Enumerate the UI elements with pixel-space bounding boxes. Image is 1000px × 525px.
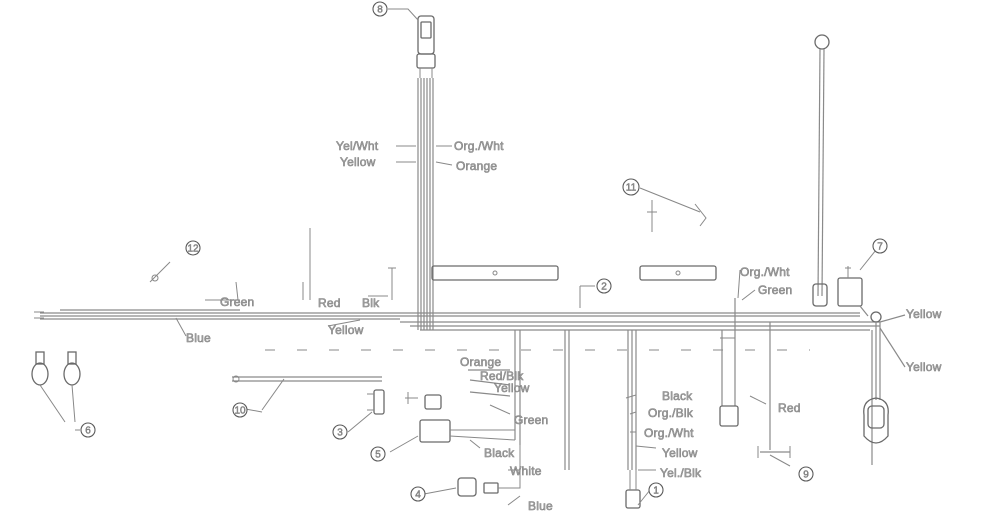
callout-6: 6 [85, 426, 91, 437]
label-green-left: Green [220, 295, 254, 309]
callout-3: 3 [337, 428, 343, 439]
callouts: 8 11 12 7 2 6 10 3 5 4 1 9 [80, 1, 888, 502]
label-orange-top: Orange [456, 159, 497, 173]
label-black-mid: Black [484, 446, 515, 460]
right-terminal-plug [863, 311, 906, 465]
callout-10: 10 [234, 406, 246, 417]
leader-lines [75, 8, 877, 506]
callout-7: 7 [877, 242, 883, 253]
callout-12: 12 [187, 244, 199, 255]
label-black-left: Blk [362, 296, 380, 310]
label-red-blk-mid: Red/Blk [480, 369, 524, 383]
label-yellow-top: Yellow [340, 155, 376, 169]
harness-straps [431, 265, 717, 281]
right-component [837, 266, 869, 317]
label-org-blk-right: Org./Blk [648, 406, 694, 420]
right-lower-drops [625, 298, 791, 509]
label-yellow-right-bottom: Yellow [906, 360, 942, 374]
top-riser [416, 15, 436, 330]
label-orange-mid: Orange [460, 355, 501, 369]
label-red-left: Red [318, 296, 341, 310]
label-red-right: Red [778, 401, 801, 415]
label-green-right: Green [758, 283, 792, 297]
label-yellow-right2: Yellow [662, 446, 698, 460]
label-blue-mid: Blue [528, 499, 553, 513]
label-yellow-mid: Yellow [328, 323, 364, 337]
label-org-wht-right2: Org./Wht [644, 426, 694, 440]
label-white-mid: White [510, 464, 542, 478]
main-harness [34, 309, 880, 351]
callout-11: 11 [626, 183, 637, 194]
left-fuse-holders [31, 228, 396, 423]
callout-9: 9 [803, 470, 809, 481]
callout-4: 4 [415, 490, 421, 501]
label-org-wht-top: Org./Wht [454, 139, 504, 153]
callout-2: 2 [601, 282, 607, 293]
label-blue-left: Blue [186, 331, 211, 345]
label-org-wht-right: Org./Wht [740, 265, 790, 279]
right-antenna-wire [812, 34, 830, 307]
label-yel-blk-right: Yel./Blk [660, 466, 702, 480]
center-lower-components [405, 330, 570, 497]
label-yellow-mid2: Yellow [494, 381, 530, 395]
hanging-item [647, 200, 707, 232]
callout-5: 5 [375, 450, 381, 461]
wire-labels: Yel/Wht Yellow Org./Wht Orange Org./Wht … [186, 139, 942, 514]
callout-8: 8 [377, 5, 383, 16]
callout-1: 1 [653, 486, 659, 497]
label-green-mid: Green [514, 413, 548, 427]
label-black-right: Black [662, 389, 693, 403]
label-yel-wht-top: Yel/Wht [336, 139, 379, 153]
label-yellow-right-top: Yellow [906, 307, 942, 321]
